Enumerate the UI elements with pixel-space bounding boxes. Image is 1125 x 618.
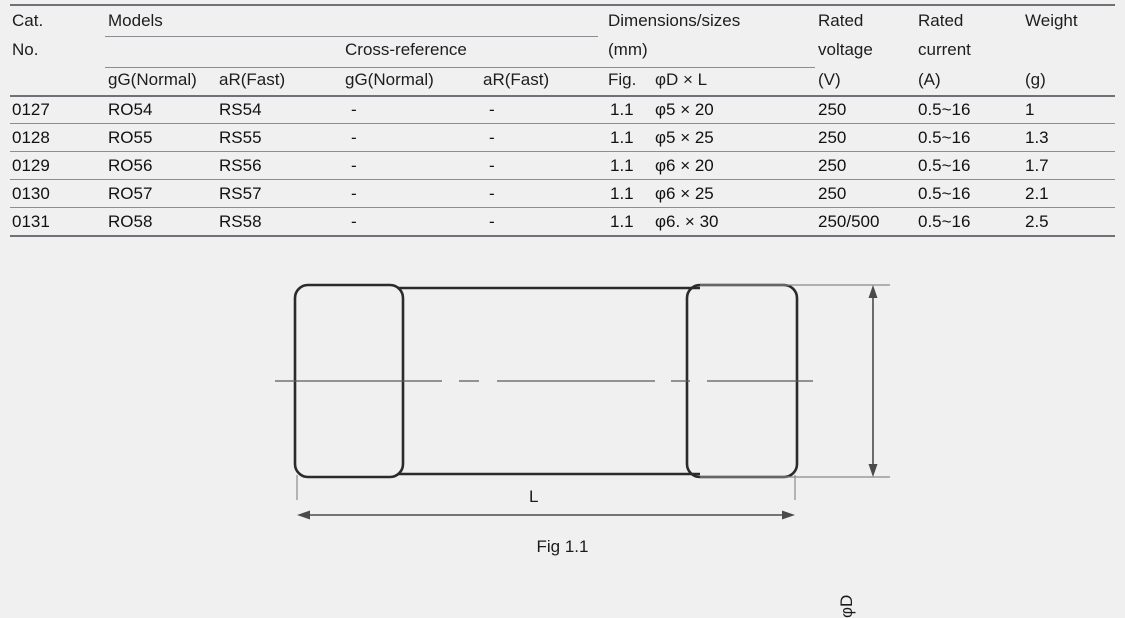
- cell-models-ar: RS56: [219, 156, 262, 175]
- specification-table: Cat. No. Models Cross-reference gG(Norma…: [10, 4, 1115, 238]
- figure-caption: Fig 1.1: [536, 537, 589, 556]
- cell-dia-x-l: φ5 × 25: [655, 128, 714, 147]
- cell-xref-gg: -: [351, 100, 357, 119]
- subheader-rule: [105, 67, 815, 68]
- cell-cat-no: 0130: [12, 184, 50, 203]
- row-rule-3: [10, 179, 1115, 180]
- header-dimensions-line1: Dimensions/sizes: [608, 11, 741, 30]
- cell-xref-ar: -: [489, 184, 495, 203]
- cell-models-gg: RO55: [108, 128, 153, 147]
- cell-fig: 1.1: [610, 100, 634, 119]
- cell-rated-voltage: 250: [818, 128, 847, 147]
- cell-xref-gg: -: [351, 128, 357, 147]
- cell-rated-current: 0.5~16: [918, 100, 971, 119]
- diameter-dimension-arrow: [868, 285, 878, 477]
- cell-weight: 1: [1025, 100, 1035, 119]
- fuse-diagram-figure: φD L Fig 1.1: [0, 250, 1125, 618]
- header-rated-voltage-line2: voltage: [818, 40, 873, 59]
- row-rule-4: [10, 207, 1115, 208]
- header-cat-no-line1: Cat.: [12, 11, 44, 30]
- cell-cat-no: 0127: [12, 100, 50, 119]
- header-weight-line2: (g): [1025, 70, 1046, 89]
- length-dimension-arrow: [297, 510, 795, 520]
- cell-models-ar: RS54: [219, 100, 262, 119]
- header-dimensions-line2: (mm): [608, 40, 648, 59]
- cell-xref-ar: -: [489, 100, 495, 119]
- header-fig: Fig.: [608, 70, 637, 89]
- header-cat-no-line2: No.: [12, 40, 39, 59]
- cell-rated-voltage: 250: [818, 156, 847, 175]
- cell-weight: 1.7: [1025, 156, 1049, 175]
- cell-cat-no: 0129: [12, 156, 50, 175]
- cell-models-ar: RS55: [219, 128, 262, 147]
- cell-cat-no: 0128: [12, 128, 50, 147]
- cell-rated-current: 0.5~16: [918, 156, 971, 175]
- cell-rated-current: 0.5~16: [918, 212, 971, 231]
- length-label: L: [529, 487, 539, 506]
- cell-weight: 2.1: [1025, 184, 1049, 203]
- header-models-gg: gG(Normal): [108, 70, 197, 89]
- cell-xref-gg: -: [351, 156, 357, 175]
- length-witness-lines: [296, 475, 796, 500]
- header-weight-line1: Weight: [1025, 11, 1078, 30]
- header-rated-current-line3: (A): [918, 70, 941, 89]
- table-bottom-rule: [10, 235, 1115, 237]
- row-rule-1: [10, 123, 1115, 124]
- header-rated-current-line1: Rated: [918, 11, 964, 30]
- fuse-drawing: [275, 283, 890, 520]
- cell-rated-voltage: 250/500: [818, 212, 880, 231]
- header-dia-x-l: φD × L: [655, 70, 708, 89]
- header-rated-voltage-line3: (V): [818, 70, 841, 89]
- cell-dia-x-l: φ6 × 20: [655, 156, 714, 175]
- header-bottom-rule: [10, 95, 1115, 97]
- cell-rated-current: 0.5~16: [918, 128, 971, 147]
- header-rated-current-line2: current: [918, 40, 971, 59]
- cell-models-gg: RO56: [108, 156, 153, 175]
- header-xref-ar: aR(Fast): [483, 70, 550, 89]
- cell-cat-no: 0131: [12, 212, 50, 231]
- header-xref-gg: gG(Normal): [345, 70, 434, 89]
- cell-weight: 2.5: [1025, 212, 1049, 231]
- header-models-ar: aR(Fast): [219, 70, 286, 89]
- header-models: Models: [108, 11, 163, 30]
- models-group-rule: [105, 36, 598, 37]
- cell-dia-x-l: φ6 × 25: [655, 184, 714, 203]
- cell-rated-voltage: 250: [818, 184, 847, 203]
- cell-models-ar: RS57: [219, 184, 262, 203]
- cell-models-gg: RO58: [108, 212, 153, 231]
- cell-xref-gg: -: [351, 184, 357, 203]
- header-rated-voltage-line1: Rated: [818, 11, 864, 30]
- cell-xref-ar: -: [489, 212, 495, 231]
- cell-dia-x-l: φ5 × 20: [655, 100, 714, 119]
- cell-rated-current: 0.5~16: [918, 184, 971, 203]
- cell-fig: 1.1: [610, 156, 634, 175]
- cell-xref-gg: -: [351, 212, 357, 231]
- cell-xref-ar: -: [489, 156, 495, 175]
- cell-dia-x-l: φ6. × 30: [655, 212, 719, 231]
- header-cross-reference: Cross-reference: [345, 40, 467, 59]
- diameter-label: φD: [837, 594, 856, 618]
- table-top-rule: [10, 4, 1115, 6]
- cell-xref-ar: -: [489, 128, 495, 147]
- row-rule-2: [10, 151, 1115, 152]
- cell-models-ar: RS58: [219, 212, 262, 231]
- fuse-body-outline: [398, 286, 700, 476]
- cell-fig: 1.1: [610, 212, 634, 231]
- cell-fig: 1.1: [610, 128, 634, 147]
- cell-fig: 1.1: [610, 184, 634, 203]
- cell-models-gg: RO54: [108, 100, 153, 119]
- cell-weight: 1.3: [1025, 128, 1049, 147]
- cell-models-gg: RO57: [108, 184, 153, 203]
- cell-rated-voltage: 250: [818, 100, 847, 119]
